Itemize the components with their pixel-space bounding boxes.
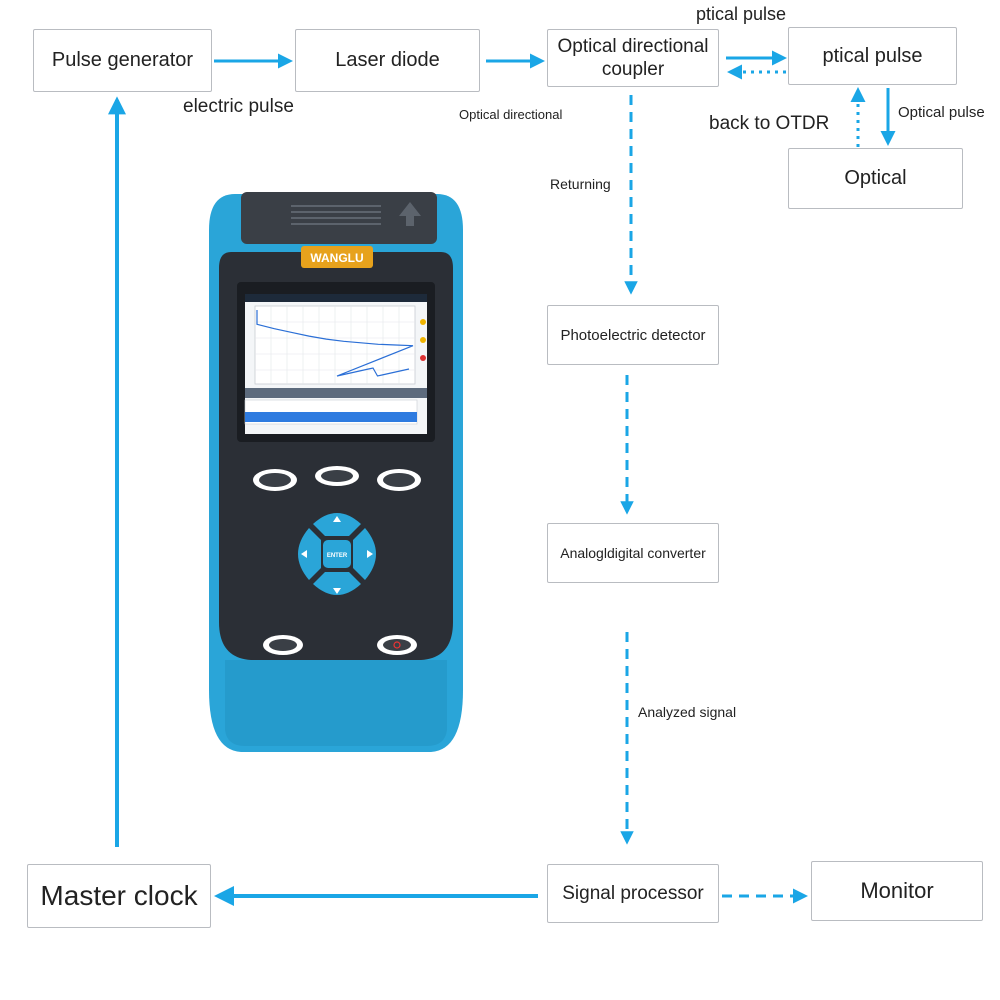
otdr-trace xyxy=(256,310,414,377)
enter-key-label: ENTER xyxy=(327,553,348,559)
pulse-generator-box: Pulse generator xyxy=(33,29,212,92)
device-body-shade xyxy=(225,660,447,746)
dpad-up-key xyxy=(313,513,361,536)
screen-table-selected-row xyxy=(245,412,417,422)
signal-processor-text: Signal processor xyxy=(562,882,704,904)
power-icon xyxy=(393,641,401,649)
photoelectric-detector-box: Photoelectric detector xyxy=(547,305,719,365)
laser-diode-text: Laser diode xyxy=(335,49,440,71)
signal-processor-box: Signal processor xyxy=(547,864,719,923)
brand-text: WANGLU xyxy=(310,251,363,265)
pulse-generator-text: Pulse generator xyxy=(51,49,194,71)
dpad-down-key xyxy=(313,572,361,595)
optical-box: Optical xyxy=(788,148,963,209)
optical-text: Optical xyxy=(844,167,907,189)
back-to-otdr-label: back to OTDR xyxy=(709,113,830,134)
photoelectric-detector-text: Photoelectric detector xyxy=(560,326,706,344)
screen-header xyxy=(245,294,427,302)
optical-directional-label: Optical directional xyxy=(459,107,563,122)
optical-pulse-box: ptical pulse xyxy=(788,27,957,85)
vent-icon xyxy=(291,205,381,225)
dpad-left-key xyxy=(298,528,321,580)
monitor-box: Monitor xyxy=(811,861,983,921)
optical-pulse-side-label: Optical pulse xyxy=(898,104,985,121)
adc-text: Analogldigital converter xyxy=(560,545,706,561)
optical-pulse-text: ptical pulse xyxy=(822,44,923,67)
analyzed-signal-label: Analyzed signal xyxy=(638,704,737,720)
laser-diode-box: Laser diode xyxy=(295,29,480,92)
brand-plate xyxy=(301,246,373,268)
optical-coupler-box: Optical directional coupler xyxy=(547,29,719,87)
screen-side-button-2 xyxy=(420,337,426,343)
port-arrow-icon xyxy=(399,202,421,226)
otdr-device-illustration: WANGLU ENTER xyxy=(209,192,463,752)
screen-tabs xyxy=(245,388,427,398)
screen-side-button-1 xyxy=(420,319,426,325)
monitor-text: Monitor xyxy=(860,878,934,903)
optical-coupler-text: Optical directional coupler xyxy=(557,36,709,80)
dpad-up-arrow-icon xyxy=(333,516,341,522)
master-clock-text: Master clock xyxy=(40,880,198,911)
dpad-down-arrow-icon xyxy=(333,588,341,594)
returning-label: Returning xyxy=(550,176,611,192)
dpad-right-arrow-icon xyxy=(367,550,373,558)
screen-side-button-3 xyxy=(420,355,426,361)
master-clock-box: Master clock xyxy=(27,864,211,928)
dpad-right-key xyxy=(353,528,376,580)
adc-box: Analogldigital converter xyxy=(547,523,719,583)
dpad-left-arrow-icon xyxy=(301,550,307,558)
enter-key xyxy=(323,540,351,568)
electric-pulse-label: electric pulse xyxy=(183,96,294,117)
ptical-pulse-top-label: ptical pulse xyxy=(696,4,787,24)
